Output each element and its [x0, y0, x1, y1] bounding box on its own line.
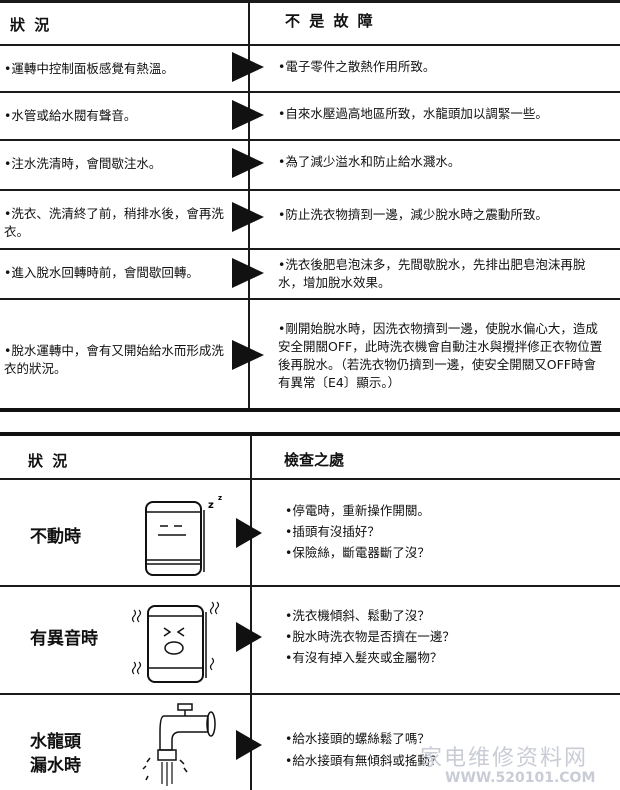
- col-situation-header: 狀 況: [10, 16, 52, 34]
- top-border: [0, 0, 620, 3]
- situation-4: •洗衣、洗清終了前，稍排水後，會再洗衣。: [4, 206, 224, 239]
- checks-abnormal-noise: •洗衣機傾斜、鬆動了沒？ •脫水時洗衣物是否擠在一邊？ •有沒有掉入髮夾或金屬物…: [285, 605, 455, 668]
- leaking-faucet-icon: [142, 703, 216, 786]
- situation-2: •水管或給水閥有聲音。: [4, 108, 137, 123]
- svg-text:z: z: [218, 494, 222, 502]
- arrow-icon: [232, 258, 264, 288]
- arrow-icon: [236, 730, 262, 760]
- divider: [0, 298, 620, 300]
- situation-faucet-leak: 水龍頭 漏水時: [30, 730, 81, 778]
- checks-faucet-leak: •給水接頭的螺絲鬆了嗎？ •給水接頭有無傾斜或搖動？: [285, 728, 442, 772]
- col-situation-header-2: 狀 況: [28, 452, 70, 470]
- divider: [0, 139, 620, 141]
- situation-abnormal-noise: 有異音時: [30, 629, 98, 649]
- col-not-fault-header: 不 是 故 障: [285, 12, 375, 30]
- arrow-icon: [232, 100, 264, 130]
- check-item: •給水接頭有無傾斜或搖動？: [285, 753, 443, 768]
- situation-5: •進入脫水回轉時前，會間歇回轉。: [4, 265, 199, 280]
- svg-text:z: z: [208, 500, 214, 511]
- checks-not-running: •停電時，重新操作開關。 •插頭有沒插好？ •保險絲，斷電器斷了沒？: [285, 500, 430, 563]
- arrow-icon: [236, 622, 262, 652]
- divider: [0, 44, 620, 46]
- shaking-washer-icon: [131, 601, 220, 683]
- divider: [0, 248, 620, 250]
- situation-line: 水龍頭: [30, 732, 81, 752]
- divider: [0, 478, 620, 480]
- watermark-url: WWW.520101.COM: [445, 770, 596, 786]
- check-item: •插頭有沒插好？: [285, 524, 380, 539]
- arrow-icon: [232, 52, 264, 82]
- check-item: •保險絲，斷電器斷了沒？: [285, 545, 430, 560]
- arrow-icon: [236, 518, 262, 548]
- divider: [0, 585, 620, 587]
- check-item: •洗衣機傾斜、鬆動了沒？: [285, 608, 430, 623]
- check-item: •給水接頭的螺絲鬆了嗎？: [285, 731, 430, 746]
- arrow-icon: [232, 340, 264, 370]
- explanation-6: •剛開始脫水時，因洗衣物擠到一邊，使脫水偏心大，造成安全開關OFF，此時洗衣機會…: [278, 321, 603, 390]
- divider: [0, 693, 620, 695]
- check-item: •有沒有掉入髮夾或金屬物？: [285, 650, 443, 665]
- check-item: •停電時，重新操作開關。: [285, 503, 430, 518]
- divider: [0, 189, 620, 191]
- explanation-5: •洗衣後肥皂泡沫多，先間歇脫水，先排出肥皂泡沫再脫水，增加脫水效果。: [278, 257, 586, 290]
- sleeping-washer-icon: zz: [145, 494, 222, 576]
- explanation-2: •自來水壓過高地區所致，水龍頭加以調緊一些。: [278, 106, 548, 121]
- situation-6: •脫水運轉中，會有又開始給水而形成洗衣的狀況。: [4, 343, 224, 376]
- divider: [0, 408, 620, 412]
- situation-not-running: 不動時: [30, 527, 81, 547]
- arrow-icon: [232, 148, 264, 178]
- arrow-icon: [232, 202, 264, 232]
- explanation-4: •防止洗衣物擠到一邊，減少脫水時之震動所致。: [278, 207, 548, 222]
- watermark-cn: 家电维修资料网: [420, 746, 589, 771]
- col-check-header: 檢查之處: [284, 451, 345, 469]
- column-divider: [250, 434, 252, 790]
- situation-3: •注水洗清時，會間歇注水。: [4, 156, 162, 171]
- situation-1: •運轉中控制面板感覺有熱溫。: [4, 61, 174, 76]
- divider: [0, 432, 620, 436]
- check-item: •脫水時洗衣物是否擠在一邊？: [285, 629, 455, 644]
- explanation-3: •為了減少溢水和防止給水濺水。: [278, 154, 461, 169]
- divider: [0, 91, 620, 93]
- situation-line: 漏水時: [30, 756, 81, 776]
- explanation-1: •電子零件之散熱作用所致。: [278, 59, 436, 74]
